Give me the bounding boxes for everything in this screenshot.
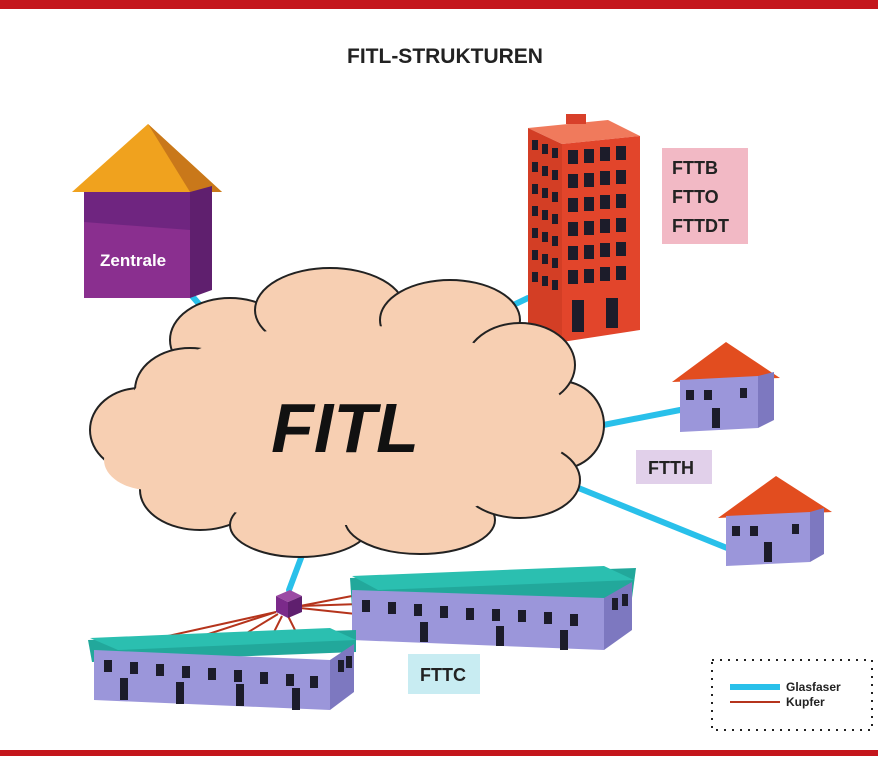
legend-box xyxy=(711,659,873,731)
legend-label-kupfer: Kupfer xyxy=(786,695,825,709)
office-tower-windows xyxy=(532,140,626,332)
house-2 xyxy=(718,476,832,566)
office-tower xyxy=(528,114,640,342)
office-tower-side xyxy=(562,136,640,342)
central-office-label: Zentrale xyxy=(100,251,166,270)
distribution-box xyxy=(276,590,302,618)
legend-swatch-glasfaser xyxy=(730,684,780,690)
tower-label-box xyxy=(662,148,748,244)
house-1 xyxy=(672,342,780,432)
top-frame-bar xyxy=(0,0,878,9)
bottom-frame-bar xyxy=(0,750,878,756)
fttc-label-box xyxy=(408,654,480,694)
cloud-label: FITL xyxy=(271,389,419,467)
central-office: Zentrale xyxy=(72,124,222,298)
legend-label-glasfaser: Glasfaser xyxy=(786,680,841,694)
barrack-2 xyxy=(88,628,356,710)
fitl-cloud xyxy=(89,267,605,558)
tower-label-ftto: FTTO xyxy=(672,187,719,207)
tower-label-fttdt: FTTDT xyxy=(672,216,729,236)
fiber-link-house-2 xyxy=(573,484,730,551)
ftth-label: FTTH xyxy=(648,458,694,478)
diagram-title: FITL-STRUKTUREN xyxy=(347,45,543,68)
fttc-label: FTTC xyxy=(420,665,466,685)
ftth-label-box xyxy=(636,450,712,484)
legend-swatch-kupfer xyxy=(730,701,780,703)
central-office-wall-side xyxy=(190,186,212,298)
legend: Glasfaser Kupfer xyxy=(711,659,873,731)
barrack-1 xyxy=(350,566,636,650)
tower-label-fttb: FTTB xyxy=(672,158,718,178)
